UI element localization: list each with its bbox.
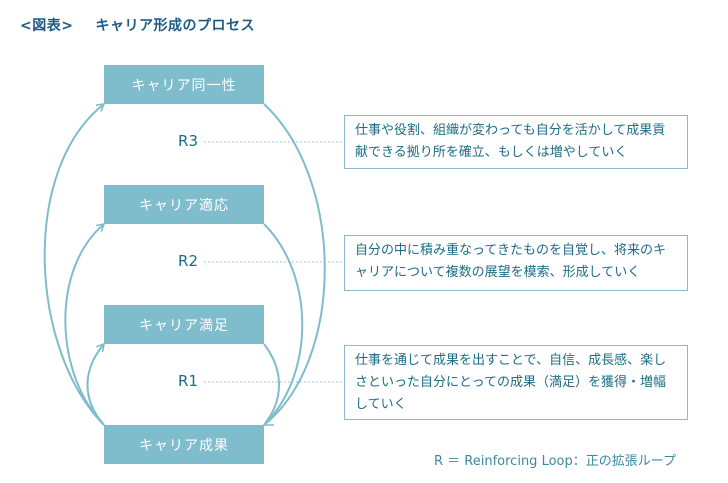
loop-r2-right-curve [263, 223, 304, 426]
loop-description-r2: 自分の中に積み重なってきたものを自覚し、将来のキャリアについて複数の展望を模索、… [344, 235, 688, 291]
loop-r3-right-curve [263, 103, 326, 426]
loop-label-r2: R2 [178, 252, 198, 270]
loop-label-r1: R1 [178, 372, 198, 390]
right-convergence-arrowhead [262, 415, 274, 426]
loop-r3-left-arrow [43, 103, 106, 426]
figure-heading: キャリア形成のプロセス [95, 18, 255, 34]
loop-r1-left-arrow [86, 342, 106, 426]
stage-box-outcome: キャリア成果 [104, 425, 264, 464]
loop-label-r3: R3 [178, 132, 198, 150]
figure-title: <図表> キャリア形成のプロセス [20, 15, 255, 35]
figure-label: <図表> [20, 18, 74, 34]
legend-note: R ＝ Reinforcing Loop：正の拡張ループ [434, 454, 676, 469]
loop-description-r1: 仕事を通じて成果を出すことで、自信、成長感、楽しさといった自分にとっての成果（満… [344, 345, 688, 420]
stage-box-adaptation: キャリア適応 [104, 185, 264, 224]
loop-r2-left-arrow [64, 222, 106, 426]
loop-description-r3: 仕事や役割、組織が変わっても自分を活かして成果貢献できる拠り所を確立、もしくは増… [344, 115, 688, 169]
stage-box-identity: キャリア同一性 [104, 65, 264, 104]
stage-box-satisfaction: キャリア満足 [104, 305, 264, 344]
